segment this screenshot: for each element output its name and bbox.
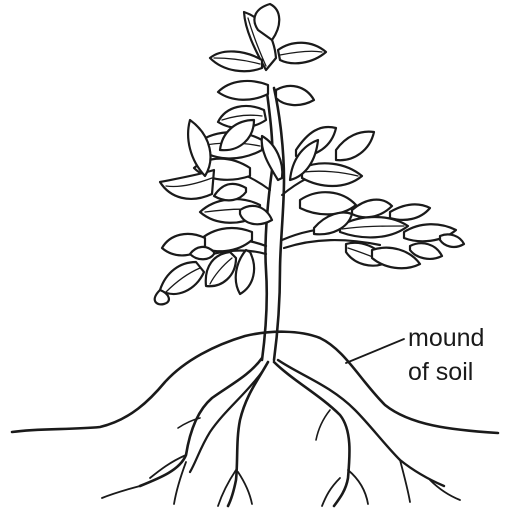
label-leader-line xyxy=(346,339,404,363)
leaf xyxy=(410,243,442,259)
leaf xyxy=(236,250,254,294)
leaf xyxy=(214,184,246,201)
mound-label-line1: mound xyxy=(408,323,484,354)
leaf xyxy=(218,81,268,100)
leaf xyxy=(300,192,356,214)
leaf xyxy=(390,205,430,220)
leaf xyxy=(336,132,374,161)
roots xyxy=(102,358,460,506)
leaf xyxy=(276,86,314,105)
leaf xyxy=(352,200,392,218)
leaf xyxy=(210,51,262,71)
leaf xyxy=(440,234,464,247)
leaves xyxy=(155,4,464,304)
mound-label-line2: of soil xyxy=(408,357,473,388)
leaf xyxy=(188,120,210,176)
leaf xyxy=(278,43,326,64)
